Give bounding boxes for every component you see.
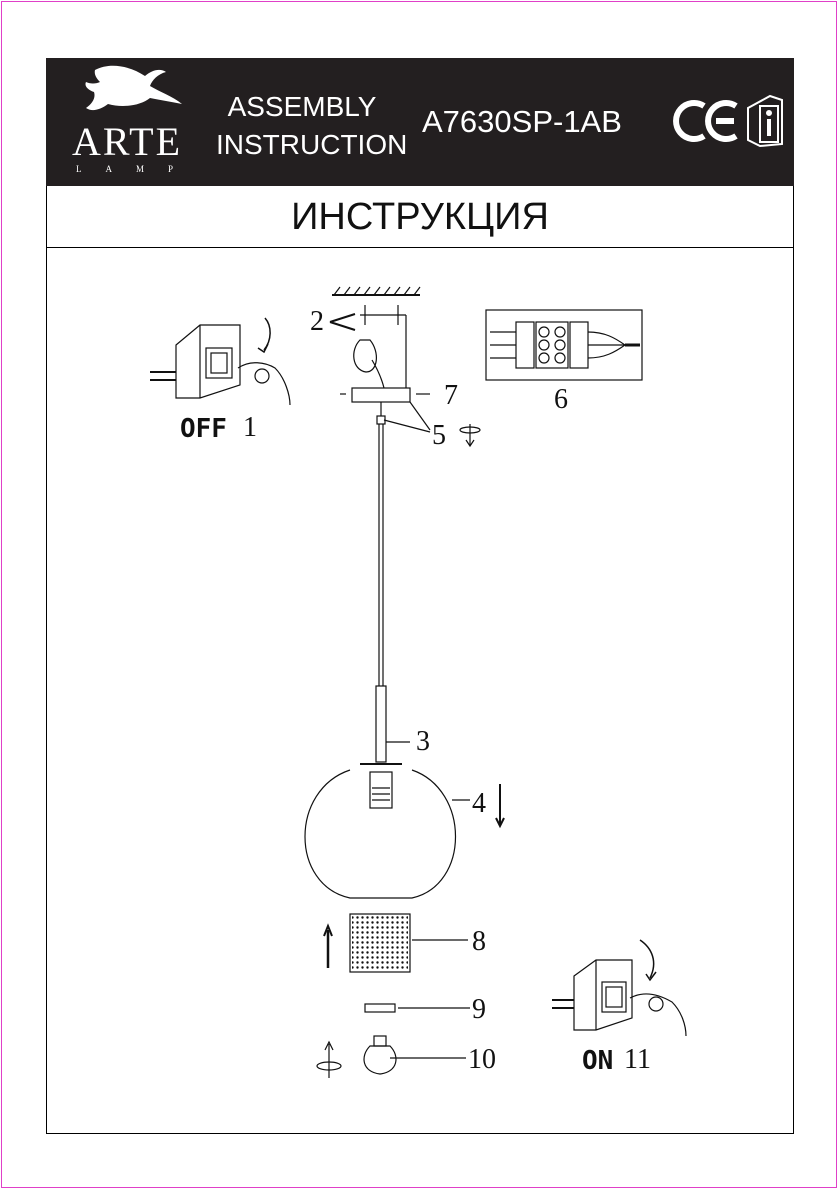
- step-8-number: 8: [472, 926, 486, 957]
- header-band: [46, 58, 794, 186]
- suspension-cable: [375, 424, 410, 763]
- switch-on-illustration: [552, 939, 687, 1037]
- glass-shade: [304, 763, 505, 899]
- step-9-number: 9: [472, 994, 486, 1025]
- assembly-line-1: ASSEMBLY: [227, 91, 377, 122]
- brand-subtitle: LAMP: [76, 164, 198, 174]
- ce-mark-icon: [673, 100, 738, 142]
- brand-name: ARTE: [72, 119, 183, 164]
- step-4-number: 4: [472, 788, 486, 819]
- model-number: A7630SP-1AB: [422, 104, 622, 139]
- step-5-number: 5: [432, 420, 446, 451]
- title-row: ИНСТРУКЦИЯ: [46, 186, 794, 248]
- terminal-block-diagram: [485, 309, 643, 381]
- canopy: [340, 387, 431, 433]
- step-3-number: 3: [416, 726, 430, 757]
- step-2-number: 2: [310, 306, 324, 337]
- step-7-number: 7: [444, 380, 458, 411]
- mesh-diffuser: [323, 913, 468, 973]
- mounting-bracket: [329, 305, 407, 389]
- light-bulb: [316, 1035, 466, 1078]
- ceiling-hatch: [332, 286, 421, 296]
- step-11-number: 11: [624, 1044, 651, 1075]
- assembly-line-2: INSTRUCTION: [216, 129, 408, 160]
- rotation-arrow-5: [459, 424, 481, 448]
- switch-off-illustration: [150, 317, 291, 406]
- page-title: ИНСТРУКЦИЯ: [291, 196, 549, 238]
- assembly-instruction-label: ASSEMBLY INSTRUCTION: [216, 88, 408, 164]
- step-6-number: 6: [554, 384, 568, 415]
- info-manual-icon: [747, 94, 783, 148]
- step-10-number: 10: [468, 1044, 496, 1075]
- step-1-number: 1: [243, 412, 257, 443]
- switch-off-label: OFF: [180, 414, 227, 444]
- switch-on-label: ON: [582, 1046, 614, 1076]
- fixing-ring: [364, 1003, 470, 1013]
- griffin-logo-icon: [85, 65, 182, 111]
